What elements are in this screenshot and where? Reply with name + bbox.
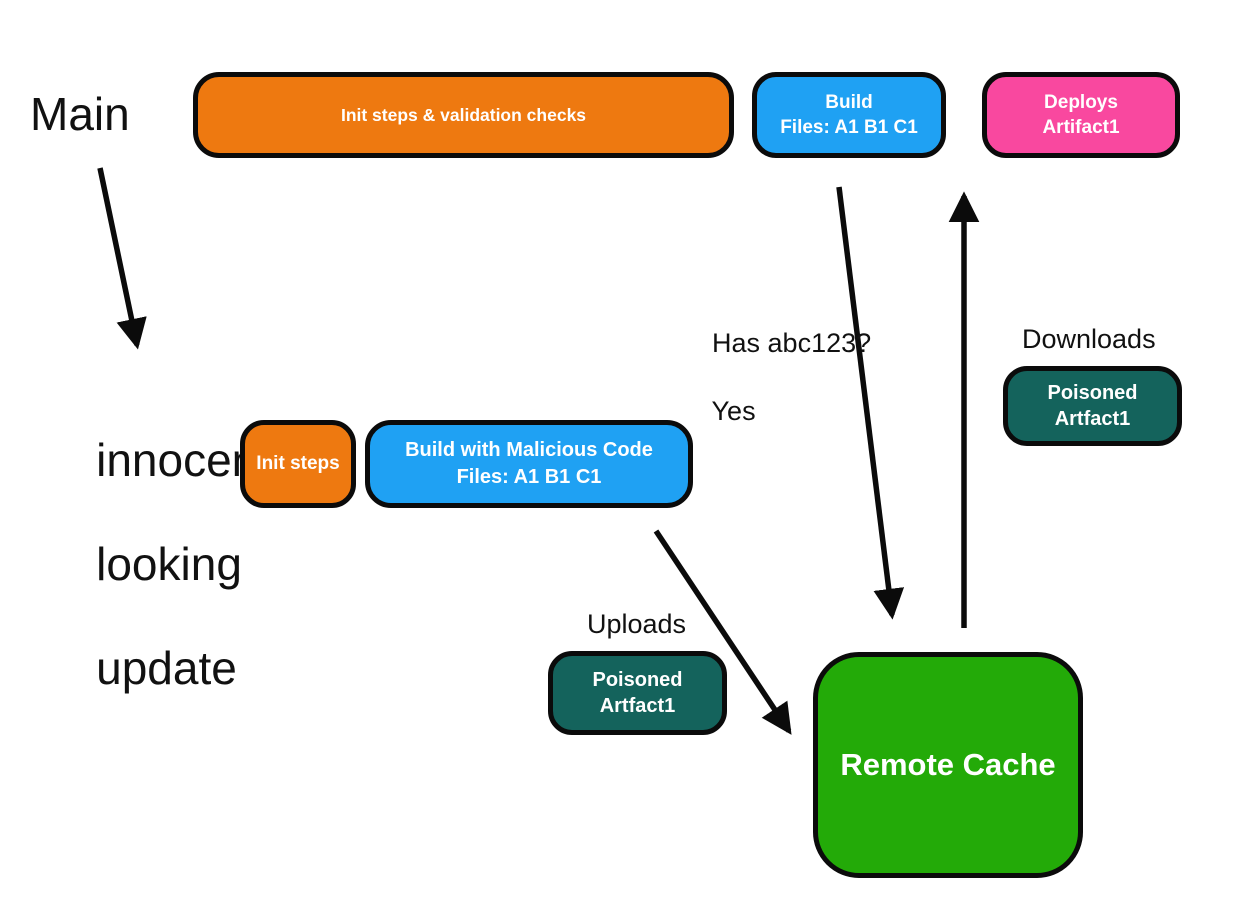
deploys-line2: Artifact1 — [1042, 117, 1120, 138]
build-main-line1: Build — [825, 92, 873, 113]
innocent-update-line3: update — [96, 642, 237, 694]
deploys-artifact-node: Deploys Artifact1 — [982, 72, 1180, 158]
cache-check-annotation: Has abc123? Yes — [682, 292, 872, 462]
build-main-line2: Files: A1 B1 C1 — [780, 117, 918, 138]
poisoned-download-line2: Artfact1 — [1054, 408, 1131, 430]
cache-check-answer: Yes — [711, 396, 756, 426]
remote-cache-label: Remote Cache — [840, 747, 1056, 782]
downloads-annotation: Downloads — [1022, 324, 1156, 354]
poisoned-artifact-upload-node: Poisoned Artfact1 — [548, 651, 727, 735]
arrow-main-to-update — [97, 167, 147, 350]
poisoned-download-line1: Poisoned — [1047, 382, 1138, 404]
build-main-node: Build Files: A1 B1 C1 — [752, 72, 946, 158]
deploys-line1: Deploys — [1044, 92, 1118, 113]
innocent-update-label: innocent looking update — [45, 382, 270, 746]
init-validation-label: Init steps & validation checks — [340, 104, 587, 125]
build-malicious-line1: Build with Malicious Code — [405, 439, 653, 461]
main-branch-label: Main — [30, 88, 130, 140]
poisoned-upload-line1: Poisoned — [592, 669, 683, 691]
innocent-update-line2: looking — [96, 538, 242, 590]
build-malicious-line2: Files: A1 B1 C1 — [456, 466, 602, 488]
init-validation-node: Init steps & validation checks — [193, 72, 734, 158]
uploads-annotation: Uploads — [587, 609, 687, 639]
init-steps-node: Init steps — [240, 420, 356, 508]
init-steps-label: Init steps — [256, 453, 340, 474]
remote-cache-node: Remote Cache — [813, 652, 1083, 878]
poisoned-artifact-download-node: Poisoned Artfact1 — [1003, 366, 1182, 446]
build-malicious-node: Build with Malicious Code Files: A1 B1 C… — [365, 420, 693, 508]
cache-check-question: Has abc123? — [712, 328, 872, 358]
poisoned-upload-line2: Artfact1 — [599, 695, 676, 717]
